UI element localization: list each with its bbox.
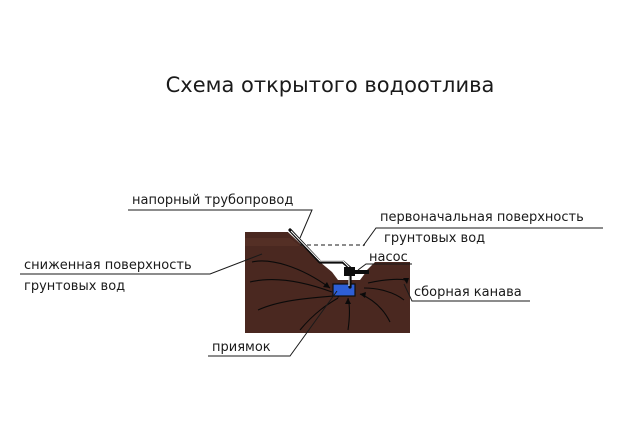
leader-sump bbox=[208, 290, 338, 357]
arrowhead bbox=[345, 298, 351, 304]
flow-line bbox=[299, 297, 339, 331]
pump-outlet bbox=[355, 270, 369, 274]
leader-initial-surface bbox=[362, 227, 603, 247]
pump bbox=[344, 267, 355, 276]
flow-line bbox=[367, 278, 407, 284]
label-initial-surface-line2: грунтовых вод bbox=[384, 231, 485, 246]
arrowhead bbox=[360, 292, 366, 298]
initial-groundwater-band bbox=[245, 238, 300, 246]
sump-water bbox=[332, 283, 356, 297]
label-initial-surface-line1: первоначальная поверхность bbox=[380, 210, 584, 225]
leader-collecting-ditch bbox=[403, 283, 530, 302]
arrowhead bbox=[403, 278, 409, 284]
soil-block bbox=[245, 232, 410, 333]
label-pressure-pipeline: напорный трубопровод bbox=[132, 193, 293, 208]
label-collecting-ditch: сборная канава bbox=[414, 285, 522, 300]
label-sump: приямок bbox=[212, 340, 271, 355]
arrowhead bbox=[323, 282, 330, 288]
flow-line bbox=[257, 295, 335, 311]
flow-line bbox=[251, 260, 331, 289]
leader-pump bbox=[357, 263, 412, 271]
flow-line bbox=[363, 287, 405, 301]
label-lowered-surface-line1: сниженная поверхность bbox=[24, 258, 192, 273]
label-lowered-surface-line2: грунтовых вод bbox=[24, 279, 125, 294]
leader-lowered-surface bbox=[20, 253, 263, 275]
flow-line bbox=[249, 279, 333, 293]
leader-lines bbox=[20, 209, 603, 357]
diagram-title: Схема открытого водоотлива bbox=[166, 73, 495, 97]
label-pump: насос bbox=[369, 250, 408, 265]
leader-pressure-pipeline bbox=[128, 209, 313, 239]
